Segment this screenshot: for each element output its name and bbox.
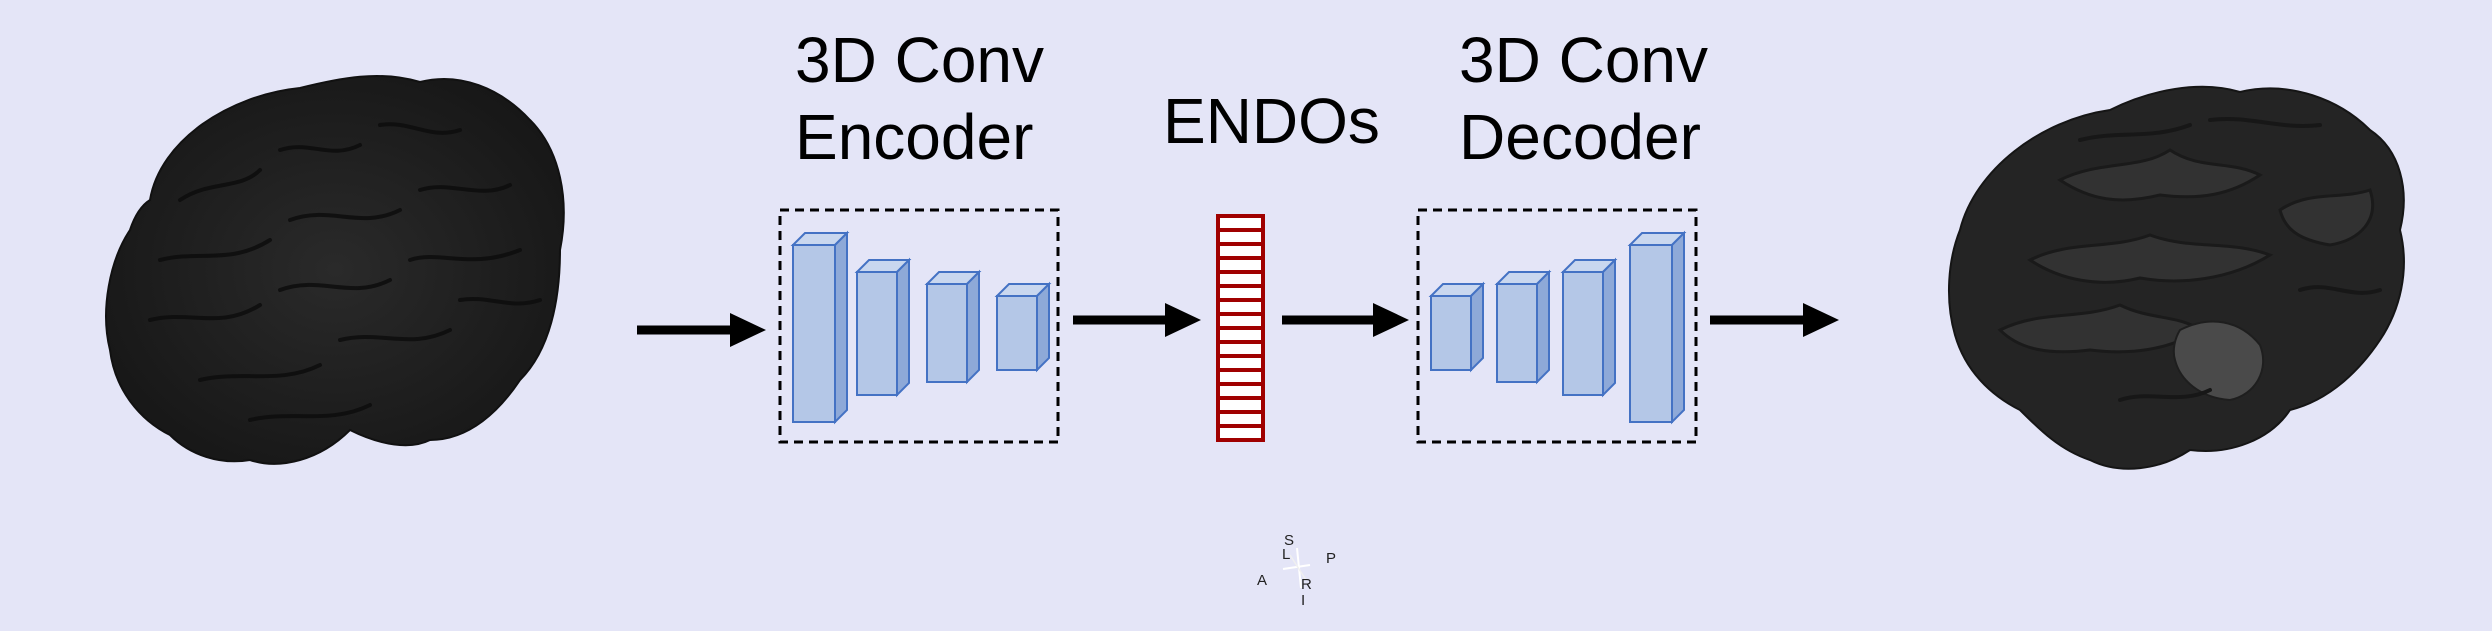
decoder-box (1416, 208, 1698, 444)
decoder-block-2 (1494, 269, 1552, 385)
decoder-block-4 (1627, 230, 1687, 425)
arrow-encoder-to-latent (1073, 303, 1201, 337)
encoder-block-2 (854, 257, 912, 398)
latent-label: ENDOs (1163, 85, 1380, 157)
orientation-inferior: I (1301, 592, 1305, 609)
latent-endos-column (1216, 214, 1265, 442)
orientation-marker: S L P A R I (1257, 532, 1336, 609)
encoder-box (778, 208, 1060, 444)
arrow-latent-to-decoder (1282, 303, 1409, 337)
encoder-label-line2: Encoder (795, 101, 1034, 173)
decoder-block-1 (1428, 281, 1486, 373)
encoder-block-1 (790, 230, 850, 425)
decoder-label-line1: 3D Conv (1459, 24, 1708, 96)
decoder-label-line2: Decoder (1459, 101, 1701, 173)
encoder-block-4 (994, 281, 1052, 373)
orientation-superior: S (1284, 532, 1294, 549)
orientation-left: L (1282, 546, 1290, 563)
brain-output-icon (1948, 85, 2405, 470)
arrow-input-to-encoder (637, 313, 766, 347)
brain-input-icon (105, 75, 565, 465)
orientation-right: R (1301, 576, 1312, 593)
encoder-label-line1: 3D Conv (795, 24, 1044, 96)
encoder-block-3 (924, 269, 982, 385)
orientation-posterior: P (1326, 550, 1336, 567)
decoder-block-3 (1560, 257, 1618, 398)
arrow-decoder-to-output (1710, 303, 1839, 337)
orientation-anterior: A (1257, 572, 1267, 589)
